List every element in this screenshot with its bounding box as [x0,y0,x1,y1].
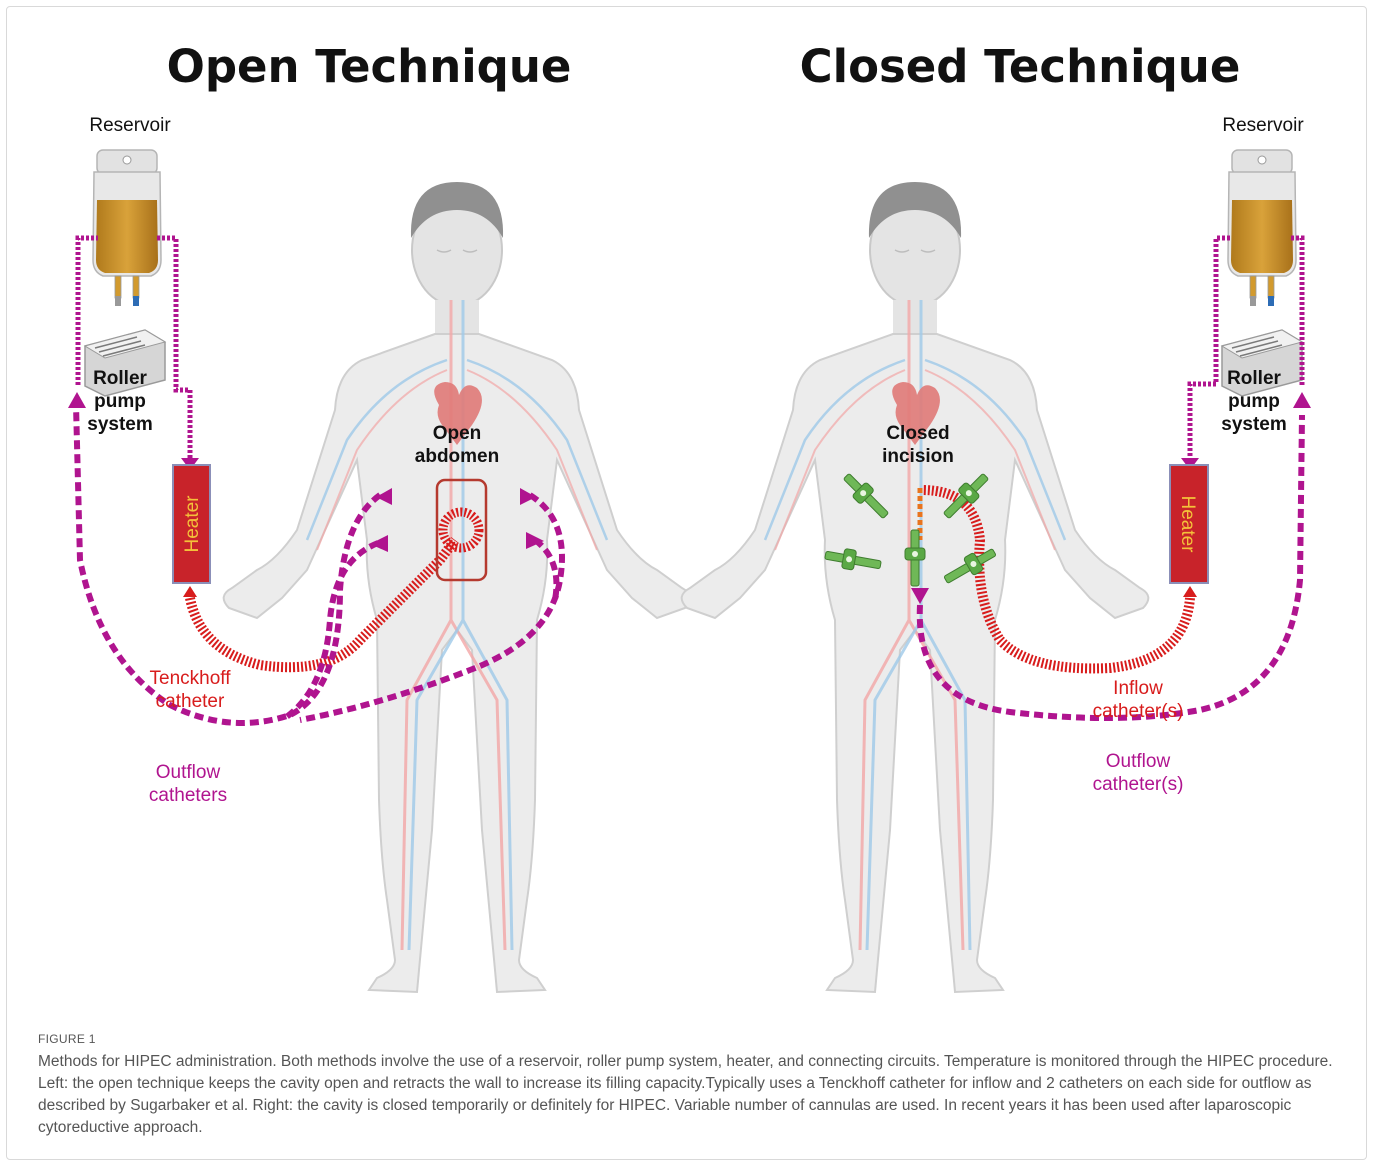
left-pump-label-1: Roller [93,368,147,389]
left-cavity-label-2: abdomen [415,446,499,467]
right-reservoir-label: Reservoir [1222,115,1304,136]
left-pump-label-2: pump [94,391,146,412]
left-reservoir-label: Reservoir [89,115,171,136]
left-pump-arrow-in [68,392,86,408]
right-outflow-label-2: catheter(s) [1093,774,1184,795]
figure-number: FIGURE 1 [38,1032,1338,1046]
left-pump-label-3: system [87,414,153,435]
right-cavity-label-2: incision [882,446,954,467]
left-heater-label: Heater [182,495,203,553]
right-body-illustration [682,182,1149,992]
hipec-figure: Open Technique Closed Technique Reservoi… [0,0,1375,1030]
left-body-illustration [224,182,691,992]
right-heater-arrow-out [1183,586,1197,597]
left-outflow-label-2: catheters [149,785,227,806]
right-pump-label-1: Roller [1227,368,1281,389]
figure-caption: FIGURE 1 Methods for HIPEC administratio… [38,1032,1338,1139]
right-cavity-label-1: Closed [886,423,949,444]
left-outflow-label-1: Outflow [156,762,221,783]
left-cavity-label-1: Open [433,423,482,444]
right-reservoir-bag-icon [1228,150,1296,306]
left-title: Open Technique [167,40,572,93]
right-outflow-label-1: Outflow [1106,751,1171,772]
left-inflow-label-1: Tenckhoff [150,668,232,689]
right-pump-label-3: system [1221,414,1287,435]
right-pump-arrow-in [1293,392,1311,408]
caption-text: Methods for HIPEC administration. Both m… [38,1051,1338,1139]
right-heater-label: Heater [1177,495,1198,553]
left-inflow-label-2: catheter [156,691,225,712]
left-reservoir-bag-icon [93,150,161,306]
right-inflow-label-2: catheter(s) [1093,701,1184,722]
right-title: Closed Technique [800,40,1241,93]
right-pump-label-2: pump [1228,391,1280,412]
left-heater-arrow-out [183,586,197,597]
right-inflow-label-1: Inflow [1113,678,1163,699]
